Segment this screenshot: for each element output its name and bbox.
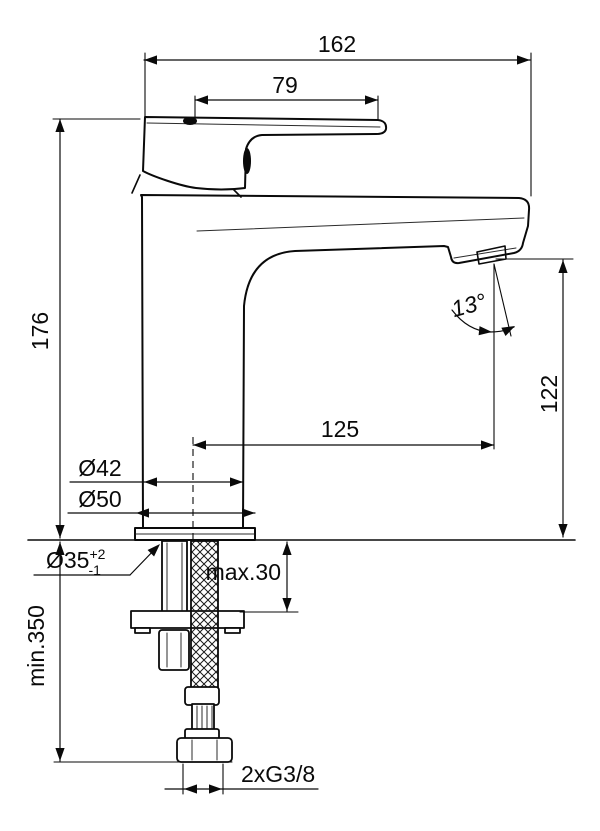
dim-lever-length: 79: [272, 72, 298, 98]
dim-deck-thickness: max.30: [206, 559, 281, 585]
dimension-min-hose-length: min.350: [23, 541, 233, 763]
faucet-body-group: [131, 116, 531, 541]
dim-total-height: 176: [27, 312, 53, 350]
dim-spout-angle: 13°: [449, 288, 489, 322]
dimension-hole-diameter: Ø35+2-1: [33, 540, 164, 578]
bracket-tab-right: [224, 627, 241, 634]
dim-body-diameter: Ø42: [78, 455, 121, 481]
connection-nut: [176, 737, 233, 763]
dimension-base-diameter: Ø50: [67, 486, 256, 518]
dim-connection-thread: 2xG3/8: [241, 761, 315, 787]
fixing-nut: [158, 629, 190, 671]
dimension-lever-length: 79: [194, 72, 379, 120]
dim-outlet-height: 122: [536, 375, 562, 413]
dim-overall-length: 162: [318, 31, 356, 57]
hose-corrugation: [191, 703, 215, 731]
handle-indicator-dot: [183, 117, 197, 125]
bracket-tab-left: [134, 627, 151, 634]
dim-hole-diameter: Ø35+2-1: [46, 546, 106, 578]
dimension-connection-thread: 2xG3/8: [164, 761, 319, 795]
dimension-body-diameter: Ø42: [69, 455, 244, 487]
spout-body: [140, 194, 531, 529]
lever-handle: [142, 116, 388, 191]
dim-hose-length: min.350: [23, 605, 49, 687]
dimension-spout-angle: 13°: [449, 263, 518, 450]
handle-pivot-cap: [243, 148, 251, 174]
dimension-spout-reach: 125: [192, 416, 495, 540]
fixing-rod: [161, 540, 188, 613]
clamping-bracket: [130, 610, 245, 629]
dimension-total-height: 176: [27, 118, 141, 539]
dim-base-diameter: Ø50: [78, 486, 121, 512]
hose-collar-upper: [184, 686, 220, 706]
dimension-overall-length: 162: [143, 31, 532, 197]
dimension-outlet-height: 122: [495, 258, 574, 538]
dimension-deck-thickness: max.30: [206, 541, 299, 613]
dim-spout-reach: 125: [321, 416, 359, 442]
